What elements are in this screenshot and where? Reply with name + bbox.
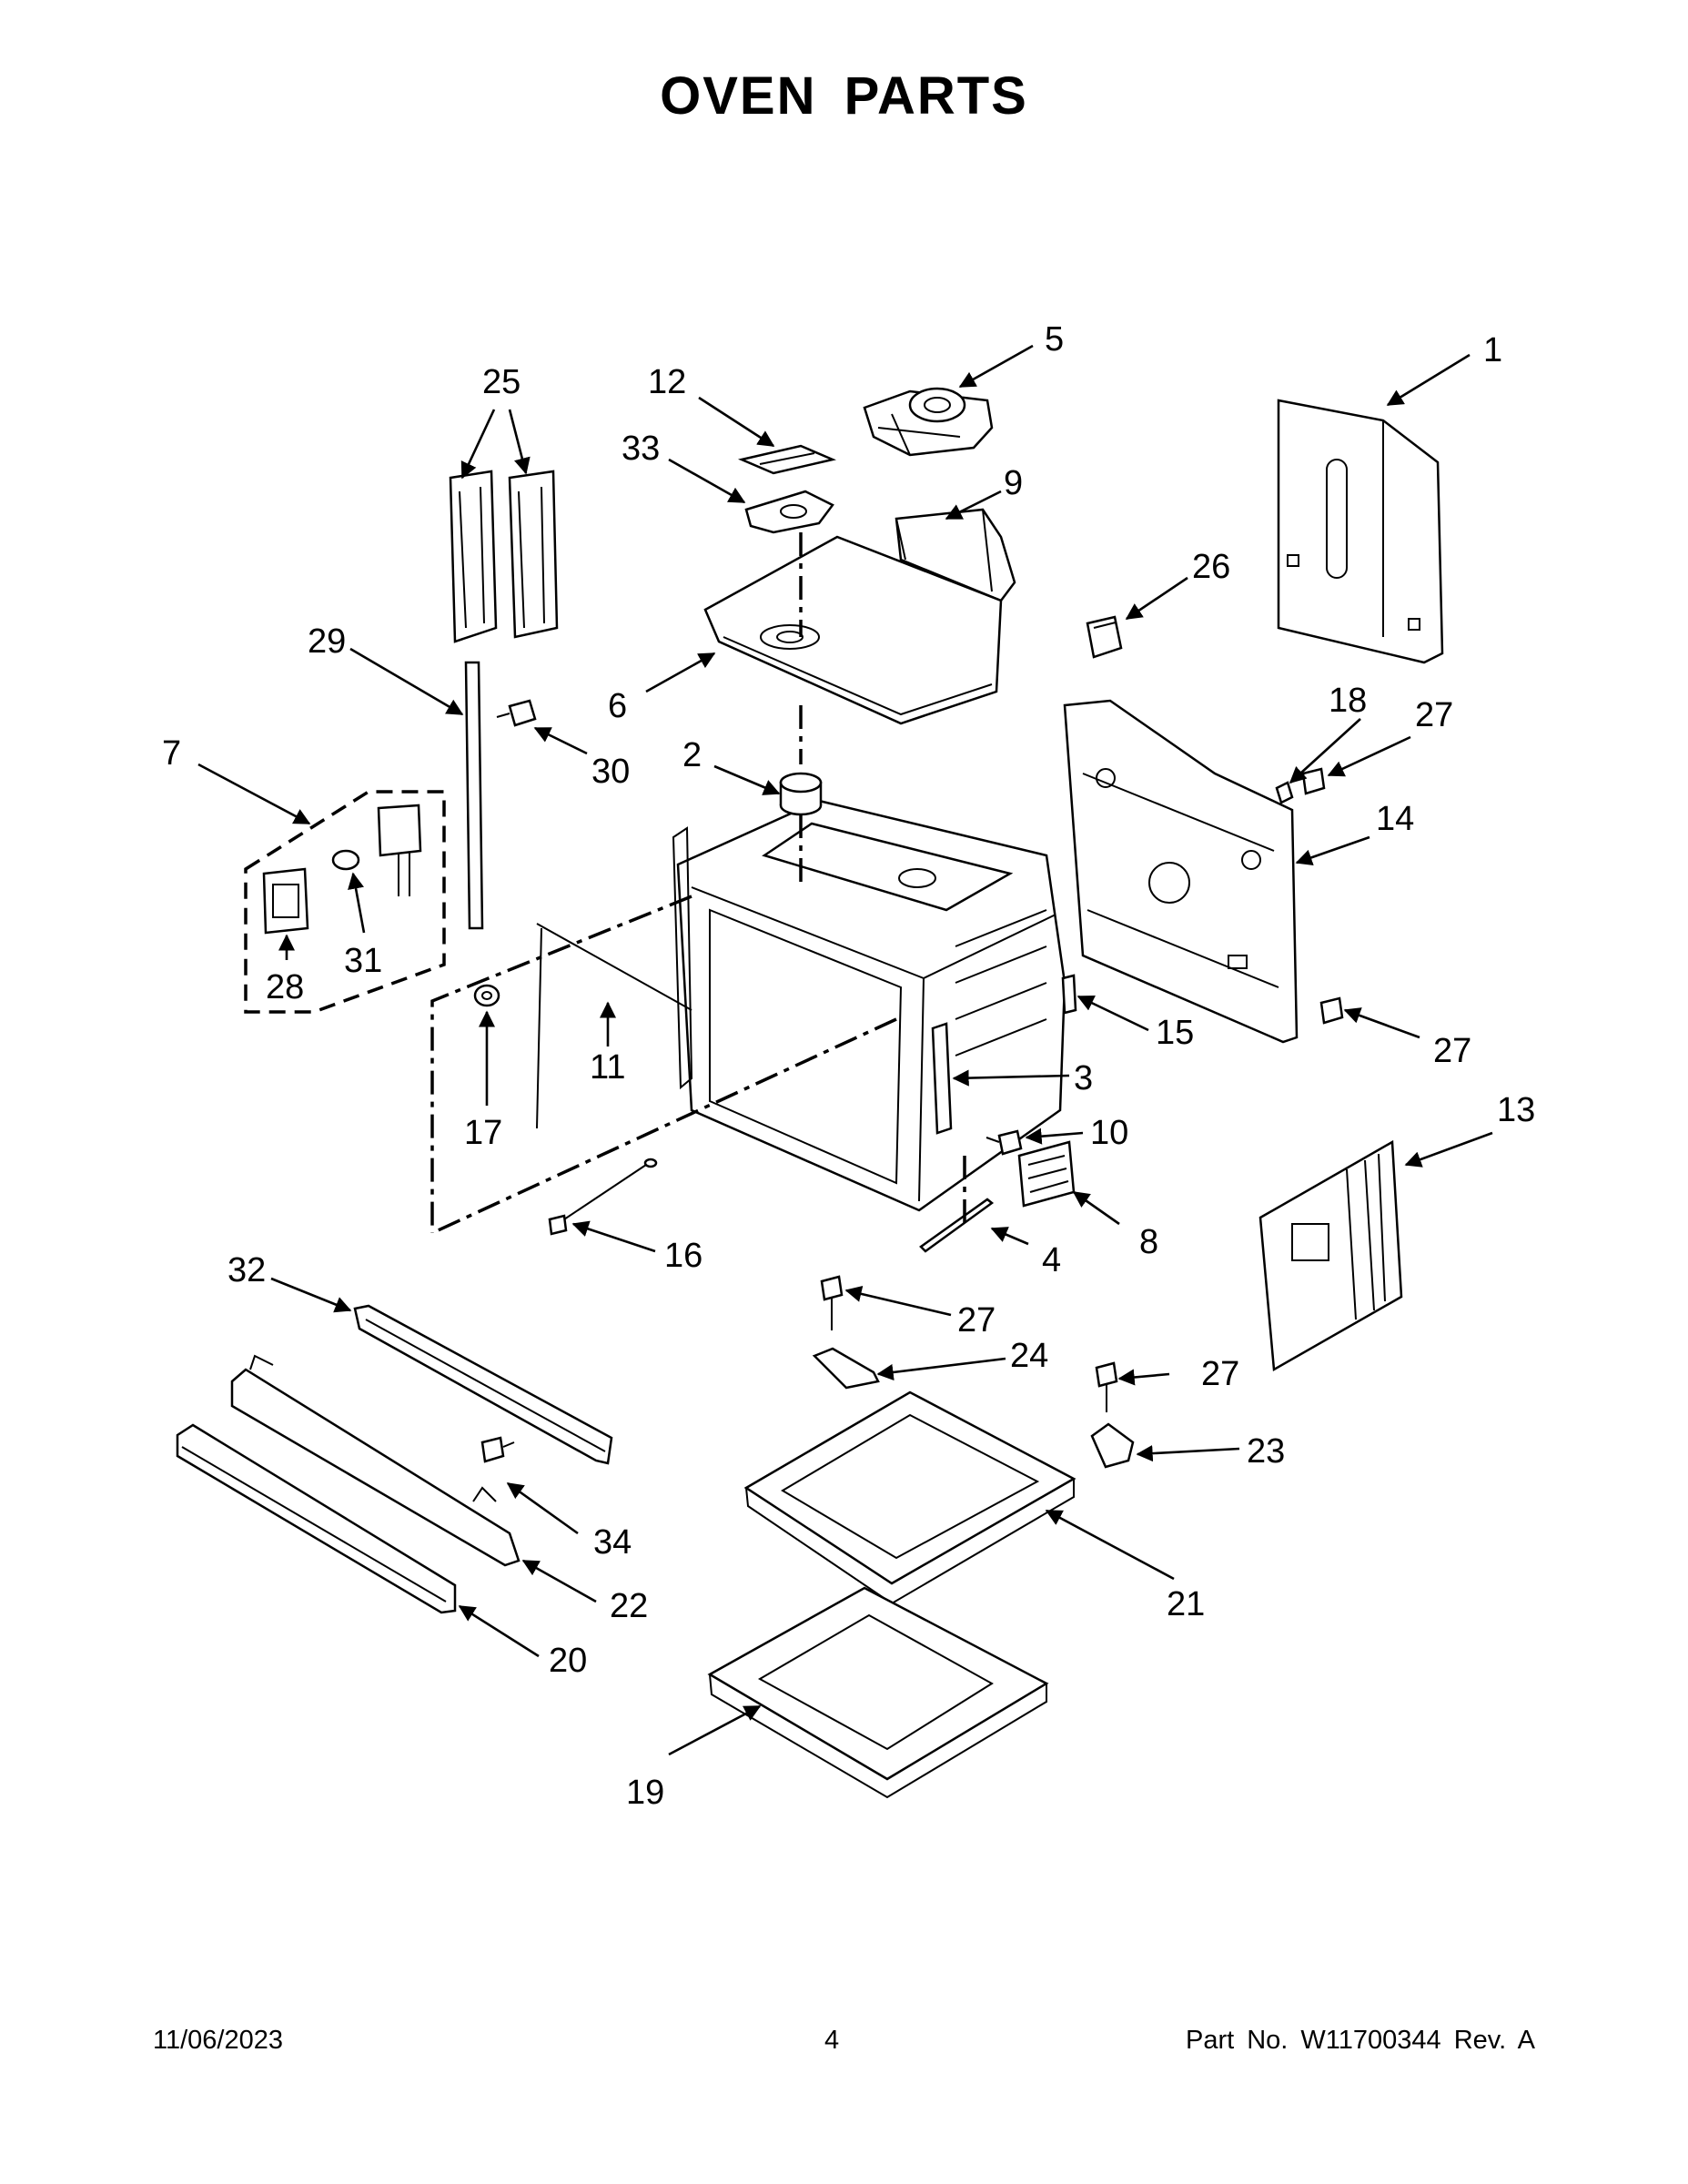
callout-29: 29: [308, 622, 346, 661]
callout-1: 1: [1483, 331, 1502, 369]
callout-22: 22: [610, 1587, 648, 1625]
part-5-convection-motor: [863, 387, 994, 457]
footer-part-number: Part No. W11700344 Rev. A: [1185, 2026, 1535, 2055]
callout-6: 6: [608, 687, 627, 725]
callout-16: 16: [664, 1237, 702, 1275]
callout-2: 2: [682, 736, 702, 774]
callout-17: 17: [464, 1114, 502, 1152]
part-32-rail: [353, 1304, 613, 1465]
callout-9: 9: [1004, 464, 1023, 502]
part-11-wire: [536, 923, 692, 1129]
page-title: OVEN PARTS: [660, 66, 1028, 126]
part-29-gasket-strip: [464, 661, 484, 930]
part-10-screw: [986, 1129, 1023, 1156]
callout-27-bracket-23: 27: [1201, 1355, 1239, 1393]
callout-20: 20: [549, 1642, 587, 1680]
callout-27-bracket-24: 27: [957, 1301, 996, 1340]
callout-27-middle: 27: [1433, 1032, 1471, 1070]
part-9-duct: [895, 508, 1016, 602]
callout-26: 26: [1192, 548, 1230, 586]
part-2-fan: [779, 772, 823, 816]
callout-3: 3: [1074, 1059, 1093, 1097]
callout-23: 23: [1247, 1432, 1285, 1471]
part-27-screw-bracket-24: [820, 1275, 844, 1330]
callout-10: 10: [1090, 1114, 1128, 1152]
callout-15: 15: [1156, 1014, 1194, 1052]
part-6-top-plate: [703, 535, 1003, 725]
callout-31: 31: [344, 942, 382, 980]
callout-25: 25: [482, 363, 521, 401]
part-7-light-assembly-group: [244, 790, 446, 1014]
alignment-lines: [430, 532, 966, 1235]
part-27-screw-middle: [1319, 996, 1344, 1025]
callout-27-upper: 27: [1415, 696, 1453, 734]
callout-24: 24: [1010, 1337, 1048, 1375]
callout-28: 28: [266, 968, 304, 1006]
footer-page-number: 4: [824, 2026, 840, 2055]
callout-11: 11: [590, 1048, 625, 1087]
part-18-clip: [1275, 781, 1294, 804]
callout-5: 5: [1045, 320, 1064, 359]
part-33-bracket: [744, 490, 834, 534]
part-1-rear-panel: [1277, 399, 1444, 664]
callout-7: 7: [162, 734, 181, 773]
callout-33: 33: [622, 430, 660, 468]
callout-8: 8: [1139, 1223, 1158, 1261]
part-24-bracket: [812, 1347, 880, 1390]
part-14-rear-inner-panel: [1063, 699, 1299, 1044]
oven-cavity: [672, 799, 1066, 1212]
part-23-bracket: [1090, 1422, 1135, 1469]
callout-12: 12: [648, 363, 686, 401]
part-27-screw-bracket-23: [1095, 1361, 1118, 1412]
callout-14: 14: [1376, 800, 1414, 838]
callout-4: 4: [1042, 1241, 1061, 1279]
part-16-sensor: [548, 1158, 658, 1236]
part-12-cover: [737, 444, 837, 475]
callout-21: 21: [1167, 1585, 1205, 1623]
part-34-screw: [480, 1436, 515, 1463]
part-21-frame: [743, 1390, 1076, 1605]
part-26-box: [1086, 615, 1123, 659]
part-25-heat-shields: [449, 470, 559, 643]
callout-32: 32: [227, 1251, 266, 1289]
part-19-bottom-frame: [707, 1586, 1049, 1799]
footer-date: 11/06/2023: [153, 2026, 283, 2055]
part-30-screw: [496, 699, 537, 727]
part-17-grommet: [473, 984, 500, 1007]
callout-34: 34: [593, 1523, 632, 1562]
part-8-filter: [1017, 1140, 1076, 1208]
part-20-trim: [176, 1423, 457, 1614]
callout-18: 18: [1329, 682, 1367, 720]
part-22-trim: [230, 1354, 521, 1567]
callout-30: 30: [591, 753, 630, 791]
callout-19: 19: [626, 1774, 664, 1812]
callout-13: 13: [1497, 1091, 1535, 1129]
part-3-bracket: [931, 1022, 953, 1135]
part-27-screw-upper: [1301, 767, 1326, 795]
part-15-clip: [1061, 974, 1077, 1015]
callout-numbers: 1 5 12 33 9 25 26 29 6 18 27 7 2 30 14 3…: [162, 320, 1535, 1812]
part-4-rod: [919, 1198, 995, 1253]
leader-lines: [197, 344, 1493, 1756]
part-13-side-panel: [1258, 1139, 1403, 1372]
